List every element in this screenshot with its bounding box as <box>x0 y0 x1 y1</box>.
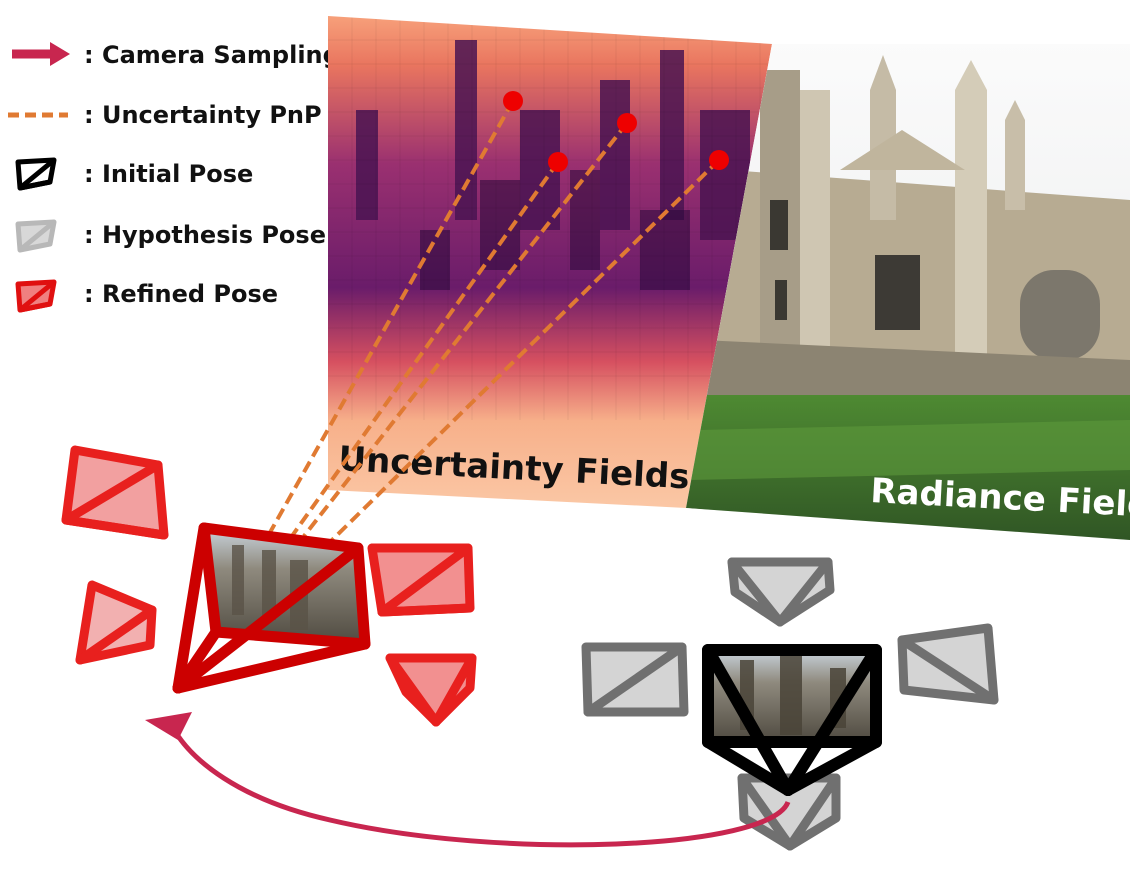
pnp-line <box>290 160 560 538</box>
refined-pose-cameras <box>61 445 477 727</box>
initial-pose-camera <box>702 644 882 796</box>
legend-label-uncertainty-pnp: : Uncertainty PnP <box>84 101 322 129</box>
hypothesis-camera-gray <box>897 623 999 705</box>
keypoint-dot <box>548 152 568 172</box>
legend: : Camera Sampling : Uncertainty PnP : In… <box>8 41 340 313</box>
hypothesis-camera-red <box>75 580 157 665</box>
hypothesis-pose-icon <box>15 219 57 253</box>
hypothesis-camera-red <box>367 543 475 617</box>
keypoint-dot <box>617 113 637 133</box>
hypothesis-pose-cameras <box>581 557 999 851</box>
hypothesis-camera-gray <box>581 642 689 717</box>
refined-pose-icon <box>15 279 57 313</box>
legend-label-initial-pose: : Initial Pose <box>84 160 253 188</box>
initial-pose-icon <box>15 157 57 191</box>
refined-main-camera <box>172 522 371 694</box>
keypoints <box>503 91 729 172</box>
uncertainty-pnp-lines <box>266 100 721 544</box>
hypothesis-camera-red <box>385 653 477 727</box>
camera-sampling-arrow <box>145 712 791 848</box>
hypothesis-camera-gray <box>727 557 835 627</box>
pnp-line <box>266 100 515 537</box>
keypoint-dot <box>503 91 523 111</box>
radiance-fields-panel: Radiance Fields <box>686 44 1140 540</box>
camera-sampling-arrow-icon <box>12 42 70 66</box>
legend-label-refined-pose: : Refined Pose <box>84 280 278 308</box>
keypoint-dot <box>709 150 729 170</box>
hypothesis-camera-red <box>61 445 169 540</box>
legend-label-camera-sampling: : Camera Sampling <box>84 41 340 69</box>
pnp-line <box>302 121 629 538</box>
uncertainty-fields-panel: Uncertainty Fields <box>328 16 772 508</box>
pnp-line <box>328 158 721 544</box>
legend-label-hypothesis-pose: : Hypothesis Pose <box>84 221 326 249</box>
